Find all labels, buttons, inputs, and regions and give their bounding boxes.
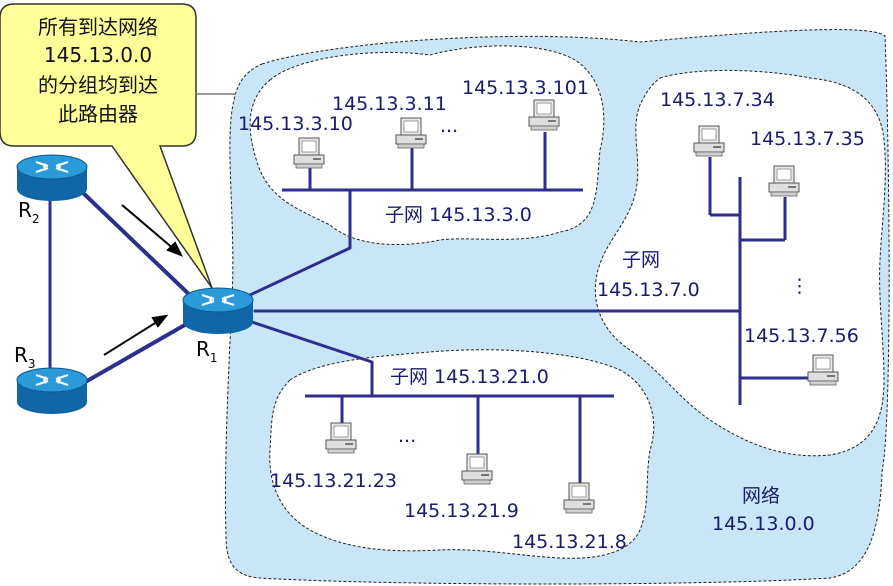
arrow-r3-to-r1: [103, 319, 161, 356]
pc-icon: [461, 453, 493, 485]
host-label: 145.13.3.11: [332, 93, 447, 115]
callout-line-1: 所有到达网络: [38, 15, 158, 39]
router-r2-icon: [15, 153, 89, 203]
host-label: 145.13.21.23: [270, 470, 397, 492]
link-r2-r1: [78, 188, 197, 302]
arrow-r2-to-r1: [121, 204, 176, 251]
callout-bubble: [0, 3, 213, 289]
ellipsis: ...: [398, 425, 416, 447]
callout-line-4: 此路由器: [58, 102, 138, 126]
host-label: 145.13.7.34: [660, 89, 775, 111]
subnet-7-label-line2: 145.13.7.0: [597, 279, 700, 301]
ellipsis: ⋮: [790, 275, 809, 297]
pc-icon: [293, 137, 325, 169]
router-r3-icon: [15, 366, 89, 416]
host-label: 145.13.3.10: [238, 113, 353, 135]
callout-line-3: 的分组均到达: [38, 73, 158, 97]
host-label: 145.13.7.56: [744, 325, 859, 347]
callout-line-2: 145.13.0.0: [44, 43, 152, 67]
subnet-21-label: 子网 145.13.21.0: [390, 366, 549, 388]
link-r3-r1: [78, 320, 192, 387]
pc-icon: [528, 99, 560, 131]
router-r3-label: R3: [14, 343, 36, 371]
router-r1-label: R1: [196, 337, 218, 365]
subnet-21-area: [269, 349, 655, 559]
subnet-7-label-line1: 子网: [622, 249, 660, 271]
pc-icon: [563, 482, 595, 514]
ellipsis: ...: [440, 115, 458, 137]
pc-icon: [768, 165, 800, 197]
link-r1-subnet3: [248, 246, 352, 297]
router-r1-icon: [181, 286, 255, 336]
host-label: 145.13.3.101: [462, 77, 589, 99]
pc-icon: [395, 117, 427, 149]
network-label-line2: 145.13.0.0: [712, 513, 815, 535]
subnet-3-label: 子网 145.13.3.0: [385, 204, 532, 226]
pc-icon: [807, 354, 839, 386]
host-label: 145.13.21.9: [404, 500, 519, 522]
pc-icon: [693, 125, 725, 157]
router-r2-label: R2: [18, 198, 40, 226]
network-label-line1: 网络: [742, 485, 780, 507]
subnet-3-area: [249, 45, 605, 245]
host-label: 145.13.7.35: [750, 128, 865, 150]
link-r1-subnet21: [250, 320, 374, 364]
host-label: 145.13.21.8: [512, 531, 627, 553]
pc-icon: [325, 422, 357, 454]
